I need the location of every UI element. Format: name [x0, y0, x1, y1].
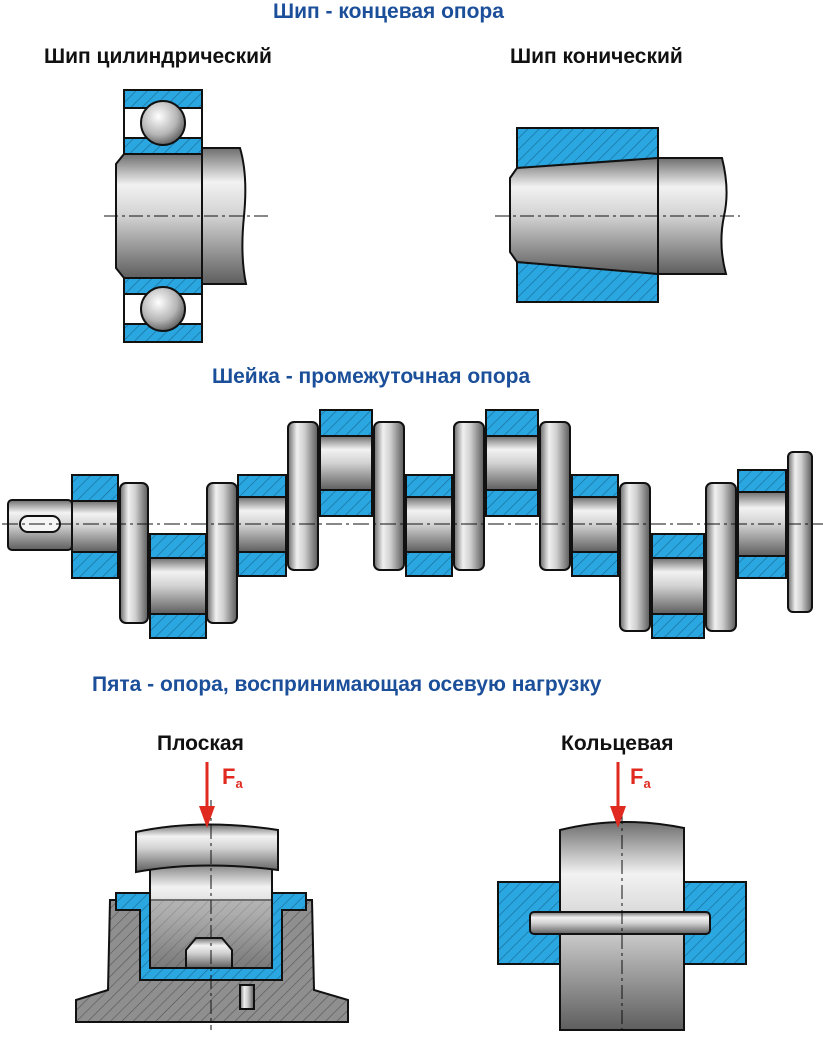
crankshaft-figure	[2, 409, 823, 639]
force-symbol: F	[222, 764, 236, 789]
ring-heel-figure	[497, 810, 747, 1035]
journal-section-title: Шип - концевая опора	[273, 0, 504, 23]
force-symbol: F	[630, 764, 644, 789]
conical-journal-figure	[495, 127, 740, 303]
ring-heel-force-label: Fa	[630, 764, 651, 791]
flat-heel-force-label: Fa	[222, 764, 243, 791]
ring-heel-force-arrow	[610, 762, 626, 828]
cylindrical-journal-label: Шип цилиндрический	[44, 45, 272, 68]
force-subscript: a	[235, 776, 243, 791]
neck-section-title: Шейка - промежуточная опора	[212, 365, 531, 388]
force-subscript: a	[643, 776, 651, 791]
cylindrical-journal-figure	[104, 89, 268, 343]
flat-heel-label: Плоская	[157, 732, 244, 755]
conical-journal-label: Шип конический	[510, 45, 683, 68]
flat-heel-force-arrow	[199, 762, 215, 828]
flat-heel-figure	[75, 800, 349, 1030]
heel-section-title: Пята - опора, воспринимающая осевую нагр…	[92, 673, 602, 696]
ring-heel-label: Кольцевая	[561, 732, 674, 755]
